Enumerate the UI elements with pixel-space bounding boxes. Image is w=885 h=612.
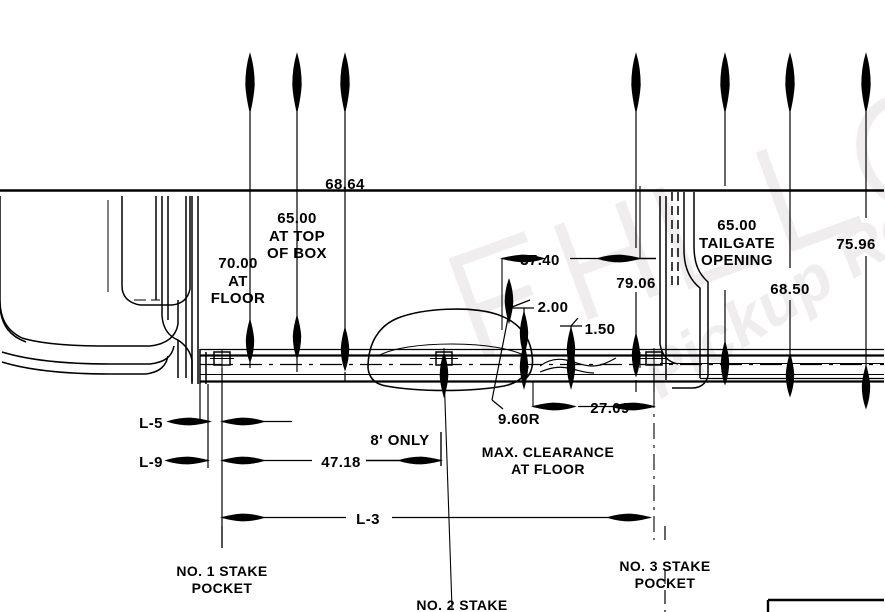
- dimension-d-2-00: 2.00: [538, 299, 569, 317]
- dimension-d-8-only: 8' ONLY: [370, 432, 429, 450]
- dim-68-64: [340, 53, 350, 382]
- stake-pocket-3-symbol: [640, 348, 668, 370]
- note-n-stake-2: NO. 2 STAKE: [416, 597, 507, 612]
- dimension-d-75-96-line-0: 75.96: [836, 236, 876, 253]
- leader-lines: [221, 279, 666, 612]
- dim-47-18: [366, 432, 442, 466]
- floor-ribs: [539, 357, 617, 374]
- dimension-d-65-00-tailgate-line-2: OPENING: [701, 252, 773, 270]
- dimension-d-70-00-floor-line-2: FLOOR: [210, 290, 266, 308]
- dimension-d-68-50-line-0: 68.50: [770, 281, 810, 298]
- dim-L-9: [165, 456, 312, 465]
- dimension-d-L-5: L-5: [139, 415, 163, 433]
- dimension-d-L-3-line-0: L-3: [356, 511, 380, 528]
- box-outline: [0, 189, 884, 392]
- dimension-d-9-60R: 9.60R: [498, 411, 540, 429]
- dimension-d-75-96: 75.96: [836, 236, 876, 254]
- dimension-d-68-64: 68.64: [325, 176, 365, 194]
- vertical-dimensions: [245, 53, 871, 409]
- dimension-d-65-00-tailgate-line-1: TAILGATE: [699, 234, 775, 252]
- dim-37-40: [501, 186, 656, 330]
- dimension-d-79-06: 79.06: [616, 275, 656, 293]
- dimension-d-65-00-tailgate-line-0: 65.00: [717, 217, 757, 234]
- dimension-d-65-00-top-box-line-1: AT TOP: [268, 227, 325, 245]
- dim-L-3: [221, 513, 651, 522]
- note-n-stake-1-line-1: POCKET: [191, 579, 253, 596]
- tailgate-profile: [639, 192, 709, 389]
- dimension-d-47-18: 47.18: [321, 454, 361, 472]
- note-n-stake-1-line-0: NO. 1 STAKE: [176, 563, 268, 579]
- dimension-d-27-09: 27.09: [590, 400, 630, 418]
- dimension-d-8-only-line-0: 8' ONLY: [370, 432, 430, 449]
- dim-2-00: [512, 307, 534, 389]
- dim-75-96: [861, 53, 871, 409]
- dim-1-50: [560, 325, 582, 389]
- extension-lines: [199, 368, 655, 548]
- dimension-d-L-5-line-0: L-5: [139, 415, 163, 432]
- dimension-d-65-00-top-box-line-0: 65.00: [277, 210, 317, 227]
- dimension-d-L-9: L-9: [139, 454, 163, 472]
- dim-L-5: [167, 417, 292, 426]
- dimension-d-68-50: 68.50: [770, 281, 810, 299]
- dimension-d-27-09-line-0: 27.09: [590, 400, 630, 417]
- dimension-d-37-40-line-0: 37.40: [520, 252, 560, 269]
- note-n-max-clearance-line-1: AT FLOOR: [511, 460, 585, 477]
- dimension-d-79-06-line-0: 79.06: [616, 275, 656, 292]
- dim-65-00-tailgate-opening: [720, 53, 730, 385]
- dim-68-50: [785, 53, 795, 397]
- stake-pocket-1-symbol: [210, 350, 234, 368]
- dimension-d-2-00-line-0: 2.00: [537, 299, 569, 316]
- title-block-box: [766, 598, 884, 612]
- dimension-d-L-3: L-3: [356, 511, 380, 529]
- horizontal-dimensions: [165, 186, 656, 548]
- dim-27-09: [532, 382, 655, 540]
- bed-rail: [199, 348, 884, 384]
- note-n-stake-3-line-1: POCKET: [634, 574, 696, 591]
- dim-70-00-at-floor: [245, 53, 255, 368]
- dimension-d-9-60R-line-0: 9.60R: [497, 411, 541, 428]
- dimension-d-37-40: 37.40: [520, 252, 560, 270]
- cab-profile: [0, 196, 199, 384]
- dimension-d-L-9-line-0: L-9: [139, 454, 163, 471]
- dimension-d-1-50-line-0: 1.50: [584, 321, 616, 338]
- dimension-d-47-18-line-0: 47.18: [321, 454, 361, 471]
- dimension-d-68-64-line-0: 68.64: [325, 176, 365, 193]
- dimension-d-1-50: 1.50: [585, 321, 616, 339]
- dimension-d-70-00-floor-line-1: AT: [228, 272, 248, 290]
- dimension-d-65-00-top-box-line-2: OF BOX: [267, 245, 327, 263]
- note-n-max-clearance-line-0: MAX. CLEARANCE: [481, 444, 615, 460]
- dim-79-06: [631, 53, 641, 392]
- dimension-d-70-00-floor-line-0: 70.00: [218, 255, 258, 272]
- note-n-stake-3-line-0: NO. 3 STAKE: [619, 558, 711, 574]
- note-n-stake-2-line-0: NO. 2 STAKE: [416, 597, 508, 612]
- dim-65-00-top-of-box: [292, 53, 302, 372]
